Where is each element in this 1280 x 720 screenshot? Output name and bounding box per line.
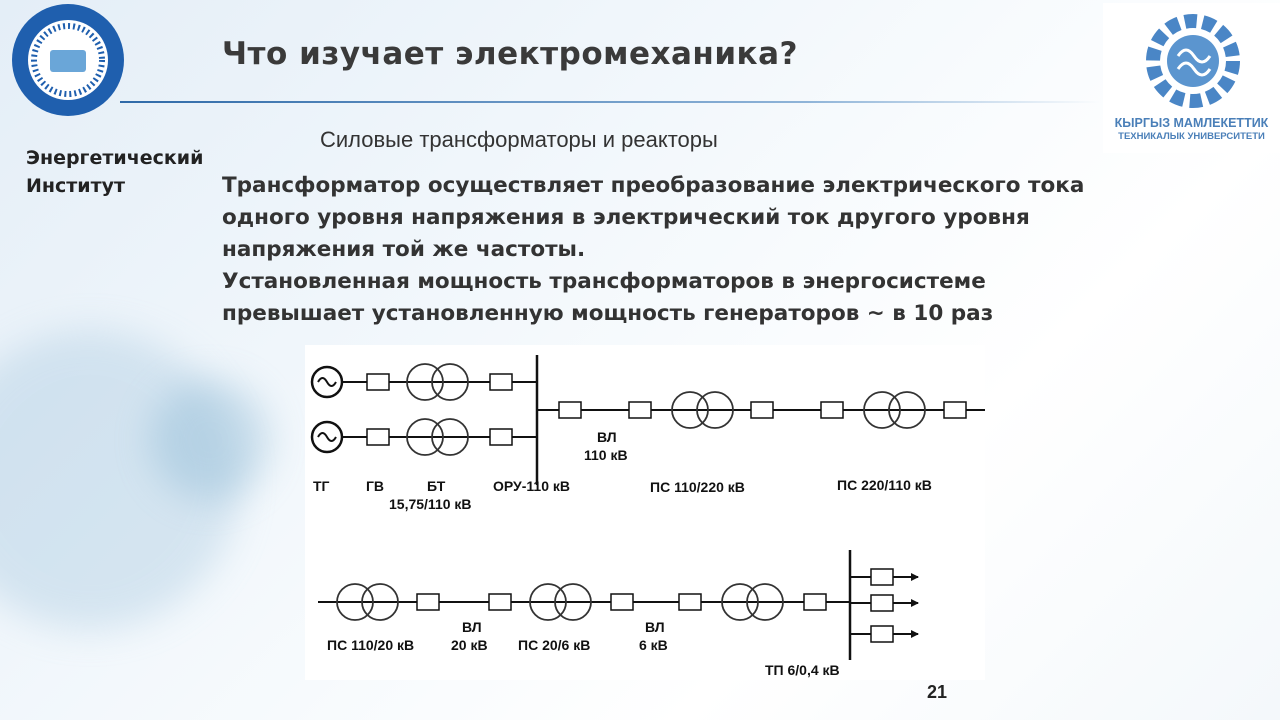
breaker-symbol bbox=[870, 594, 894, 612]
breaker-symbol bbox=[628, 401, 652, 419]
transformer-winding bbox=[554, 583, 592, 621]
title-divider bbox=[120, 101, 1100, 103]
label-ps4: ПС 20/6 кВ bbox=[518, 637, 590, 653]
label-vl3: ВЛ bbox=[645, 619, 665, 635]
body-text: Трансформатор осуществляет преобразовани… bbox=[222, 170, 1122, 330]
breaker-symbol bbox=[803, 593, 827, 611]
transformer-winding bbox=[721, 583, 759, 621]
label-ps2: ПС 220/110 кВ bbox=[837, 477, 932, 493]
breaker-symbol bbox=[610, 593, 634, 611]
university-name-line2: ТЕХНИКАЛЫК УНИВЕРСИТЕТИ bbox=[1118, 131, 1265, 142]
label-vl1-voltage: 110 кВ bbox=[584, 447, 628, 463]
section-subtitle: Силовые трансформаторы и реакторы bbox=[320, 127, 718, 152]
breaker-symbol bbox=[366, 373, 390, 391]
institute-label: Энергетический Институт bbox=[26, 144, 203, 200]
breaker-symbol bbox=[558, 401, 582, 419]
label-vl2-voltage: 20 кВ bbox=[451, 637, 488, 653]
label-bt-ratio: 15,75/110 кВ bbox=[389, 496, 472, 512]
transformer-winding bbox=[431, 363, 469, 401]
paragraph-1: Трансформатор осуществляет преобразовани… bbox=[222, 173, 1085, 262]
label-vl2: ВЛ bbox=[462, 619, 482, 635]
transformer-winding bbox=[406, 363, 444, 401]
transformer-winding bbox=[406, 418, 444, 456]
label-gv: ГВ bbox=[366, 478, 384, 494]
institute-line2: Институт bbox=[26, 175, 126, 197]
single-line-diagram: ТГ ГВ БТ 15,75/110 кВ ОРУ-110 кВ ВЛ 110 … bbox=[310, 355, 985, 678]
label-bt: БТ bbox=[427, 478, 446, 494]
transformer-winding bbox=[361, 583, 399, 621]
transformer-winding bbox=[671, 391, 709, 429]
breaker-symbol bbox=[943, 401, 967, 419]
transformer-winding bbox=[431, 418, 469, 456]
breaker-symbol bbox=[870, 625, 894, 643]
power-system-diagram: ТГ ГВ БТ 15,75/110 кВ ОРУ-110 кВ ВЛ 110 … bbox=[305, 345, 985, 680]
label-vl3-voltage: 6 кВ bbox=[639, 637, 668, 653]
paragraph-2: Установленная мощность трансформаторов в… bbox=[222, 269, 994, 326]
label-ps1: ПС 110/220 кВ bbox=[650, 479, 745, 495]
arrow-icon bbox=[911, 573, 919, 581]
breaker-symbol bbox=[489, 373, 513, 391]
transformer-winding bbox=[888, 391, 926, 429]
arrow-icon bbox=[911, 599, 919, 607]
breaker-symbol bbox=[416, 593, 440, 611]
arrow-icon bbox=[911, 630, 919, 638]
breaker-symbol bbox=[488, 593, 512, 611]
university-name-line1: КЫРГЫЗ МАМЛЕКЕТТИК bbox=[1114, 116, 1269, 130]
institute-line1: Энергетический bbox=[26, 147, 204, 169]
page-title: Что изучает электромеханика? bbox=[222, 36, 798, 72]
label-tg: ТГ bbox=[313, 478, 330, 494]
label-oru: ОРУ-110 кВ bbox=[493, 478, 570, 494]
ac-wave-icon bbox=[317, 377, 337, 442]
transformer-winding bbox=[529, 583, 567, 621]
page-number: 21 bbox=[927, 682, 948, 702]
background-decoration bbox=[150, 380, 270, 500]
transformer-winding bbox=[746, 583, 784, 621]
breaker-symbol bbox=[750, 401, 774, 419]
breaker-symbol bbox=[820, 401, 844, 419]
label-tp: ТП 6/0,4 кВ bbox=[765, 662, 840, 678]
breaker-symbol bbox=[366, 428, 390, 446]
department-logo bbox=[10, 2, 126, 118]
background-decoration bbox=[0, 330, 240, 630]
breaker-symbol bbox=[870, 568, 894, 586]
breaker-symbol bbox=[489, 428, 513, 446]
transformer-winding bbox=[336, 583, 374, 621]
breaker-symbol bbox=[678, 593, 702, 611]
transformer-winding bbox=[863, 391, 901, 429]
label-vl1: ВЛ bbox=[597, 429, 617, 445]
transformer-winding bbox=[696, 391, 734, 429]
university-logo: КЫРГЫЗ МАМЛЕКЕТТИК ТЕХНИКАЛЫК УНИВЕРСИТЕ… bbox=[1103, 3, 1280, 153]
label-ps3: ПС 110/20 кВ bbox=[327, 637, 414, 653]
